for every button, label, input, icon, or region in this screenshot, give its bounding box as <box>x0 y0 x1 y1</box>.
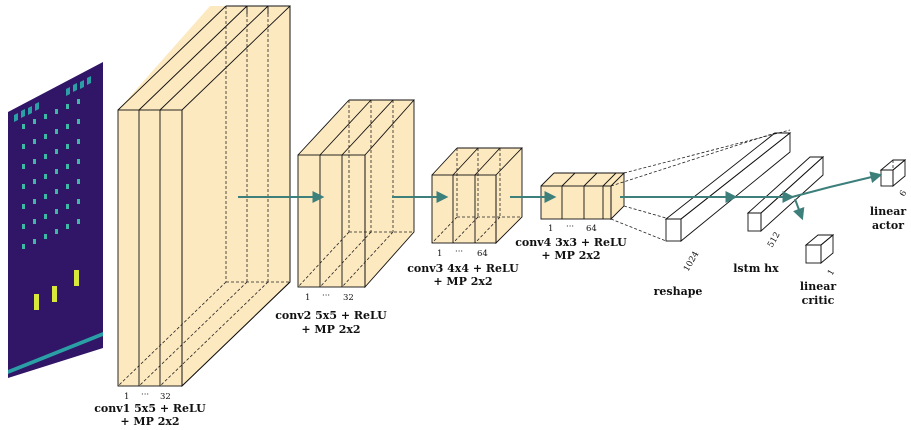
actor-label-line1: linear <box>870 205 906 218</box>
conv1-label-line1: conv1 5x5 + ReLU <box>94 402 206 415</box>
reshape-size: 1024 <box>682 250 701 274</box>
conv3-dim-last: 64 <box>477 249 488 259</box>
lstm-label: lstm hx <box>733 262 779 275</box>
conv1-dim-first: 1 <box>124 392 129 402</box>
conv3-dim-first: 1 <box>437 249 442 259</box>
conv4-label-line1: conv4 3x3 + ReLU <box>515 236 627 249</box>
lstm-size: 512 <box>766 230 783 249</box>
conv3-label-line2: + MP 2x2 <box>433 275 492 288</box>
reshape-label: reshape <box>654 285 703 298</box>
conv1-block: 1 ··· 32 conv1 5x5 + ReLU + MP 2x2 <box>94 6 290 428</box>
conv3-dim-dots: ··· <box>455 247 463 257</box>
conv2-dim-first: 1 <box>305 293 310 303</box>
actor-cube: 6 linear actor <box>870 160 909 232</box>
conv2-dim-last: 32 <box>343 293 354 303</box>
arrow-lstm-critic <box>795 199 802 218</box>
conv1-label-line2: + MP 2x2 <box>120 415 179 428</box>
critic-label-line2: critic <box>802 294 835 307</box>
conv1-dim-last: 32 <box>160 392 171 402</box>
arrow-lstm-actor <box>792 175 880 197</box>
conv3-block: 1 ··· 64 conv3 4x4 + ReLU + MP 2x2 <box>407 148 522 288</box>
conv2-dim-dots: ··· <box>322 291 330 301</box>
projection-lines <box>611 130 790 241</box>
actor-label-line2: actor <box>872 219 904 232</box>
conv2-label-line1: conv2 5x5 + ReLU <box>275 309 387 322</box>
conv1-dim-dots: ··· <box>141 390 149 400</box>
critic-cube: 1 linear critic <box>800 235 837 307</box>
conv3-label-line1: conv3 4x4 + ReLU <box>407 262 519 275</box>
conv4-label-line2: + MP 2x2 <box>541 249 600 262</box>
input-game-frame <box>8 62 103 378</box>
conv4-dim-first: 1 <box>548 224 553 234</box>
conv2-label-line2: + MP 2x2 <box>301 323 360 336</box>
conv4-dim-last: 64 <box>586 224 597 234</box>
lstm-block: 512 lstm hx <box>733 157 823 275</box>
critic-label-line1: linear <box>800 280 836 293</box>
conv4-dim-dots: ··· <box>566 222 574 232</box>
conv4-block: 1 ··· 64 conv4 3x3 + ReLU + MP 2x2 <box>515 173 627 262</box>
conv2-block: 1 ··· 32 conv2 5x5 + ReLU + MP 2x2 <box>275 100 414 336</box>
critic-size: 1 <box>826 268 837 278</box>
actor-size: 6 <box>898 189 909 199</box>
